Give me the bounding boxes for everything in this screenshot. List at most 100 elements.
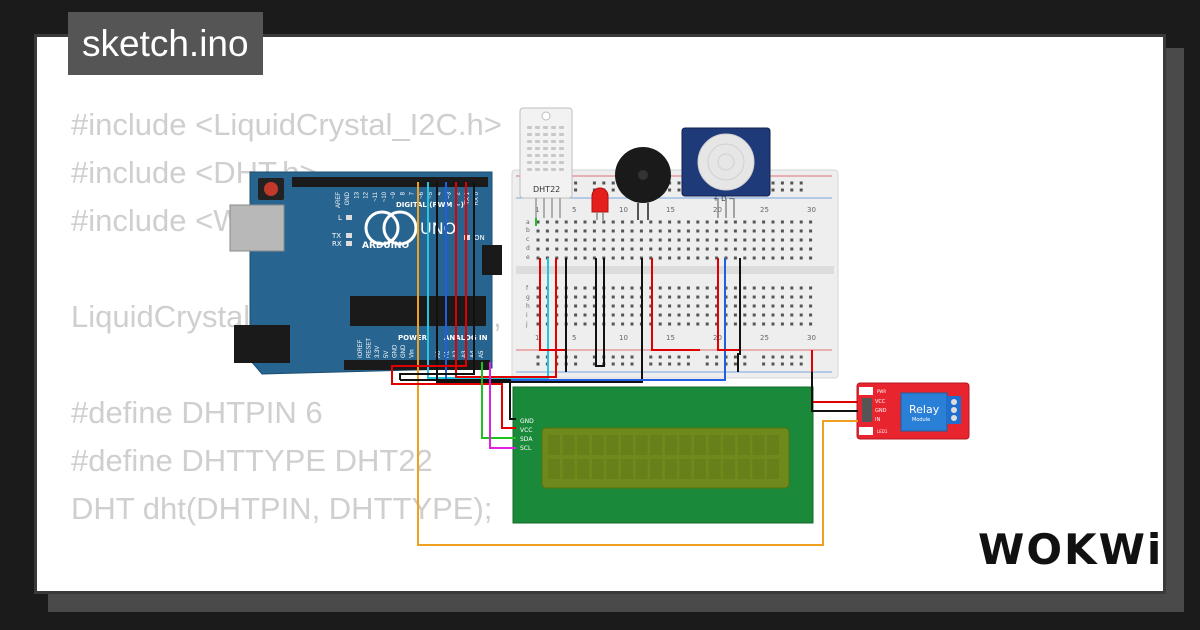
- wire-red-1: [455, 182, 557, 378]
- code-line: int: [71, 581, 547, 591]
- bb-col-15-bottom: 15: [666, 334, 675, 342]
- reset-button: [264, 182, 278, 196]
- power-pin-label: 3.3V: [375, 346, 381, 358]
- digital-pin-label: RX 0: [474, 191, 480, 205]
- bb-row-e: e: [526, 254, 530, 261]
- digital-header: [292, 177, 488, 187]
- arduino-logo-right: [382, 210, 418, 246]
- bb-row-c: c: [526, 236, 529, 243]
- lcd-pin-sda: SDA: [520, 436, 533, 443]
- relay-led-pwr: PWR: [877, 389, 886, 394]
- digital-pin-label: 12: [364, 191, 370, 198]
- wire-black-relay-gnd: [811, 372, 858, 412]
- pir-motion-sensor[interactable]: + D −: [681, 127, 771, 218]
- lcd-pin-scl: SCL: [520, 445, 532, 452]
- wire-green-lcd-sda: [481, 362, 516, 439]
- arduino-brand: ARDUINO: [362, 241, 410, 251]
- code-line: #define DHTTYPE DHT22: [71, 443, 433, 478]
- bb-row-d: d: [526, 245, 530, 252]
- dht22-sensor[interactable]: DHT22: [519, 107, 573, 218]
- wire-magenta-lcd-scl: [489, 362, 516, 449]
- wokwi-logo: WOKWi: [978, 525, 1164, 574]
- bb-row-f: f: [526, 285, 529, 292]
- digital-pin-label: ~6: [419, 191, 425, 199]
- led-tx-label: TX: [331, 232, 341, 240]
- relay-pin-in: IN: [875, 417, 880, 423]
- digital-pin-label: 2: [456, 191, 462, 195]
- code-line: DHT dht(DHTPIN, DHTTYPE);: [71, 491, 493, 526]
- wire-red-lcd-vcc: [391, 380, 516, 429]
- breadboard: 1 5 10 15 20 25 30 1 5 10 15 20 25 30 a …: [511, 169, 839, 379]
- digital-pin-label: AREF: [336, 192, 342, 208]
- relay-title: Relay: [909, 403, 940, 416]
- led-l-label: L: [338, 214, 342, 222]
- file-name-tab[interactable]: sketch.ino: [68, 12, 263, 75]
- power-pin-label: Vin: [410, 349, 416, 358]
- power-pin-label: IOREF: [358, 339, 364, 358]
- digital-pin-label: TX 1: [465, 191, 471, 204]
- bb-col-10: 10: [619, 206, 628, 214]
- bb-col-1-bottom: 1: [535, 334, 539, 342]
- relay-subtitle: Module: [912, 417, 930, 423]
- bb-col-30-bottom: 30: [807, 334, 816, 342]
- power-pin-label: RESET: [367, 338, 373, 358]
- code-line: #include <LiquidCrystal_I2C.h>: [71, 107, 502, 142]
- wire-black-lcd-gnd: [400, 379, 516, 420]
- bb-col-5-bottom: 5: [572, 334, 576, 342]
- relay-led-led1: LED1: [877, 429, 888, 434]
- analog-pin-label: A0: [436, 350, 442, 358]
- wire-red-2: [391, 182, 467, 380]
- bb-row-a: a: [526, 219, 530, 226]
- bb-row-j: j: [525, 321, 528, 328]
- red-led[interactable]: [591, 187, 609, 220]
- svg-text:+ D −: + D −: [713, 195, 735, 203]
- power-pin-label: GND: [392, 344, 398, 358]
- lcd-pin-gnd: GND: [520, 418, 534, 425]
- bb-col-10-bottom: 10: [619, 334, 628, 342]
- wires: [391, 182, 858, 546]
- wire-black-2: [399, 182, 475, 380]
- bb-row-h: h: [526, 303, 530, 310]
- arduino-model: UNO: [420, 219, 456, 238]
- wire-black-1: [436, 182, 643, 383]
- bb-row-i: i: [526, 312, 528, 319]
- digital-pin-label: 8: [400, 191, 406, 195]
- digital-pin-label: ~9: [391, 191, 397, 199]
- bb-col-5: 5: [572, 206, 576, 214]
- lcd-16x2-i2c[interactable]: GND VCC SDA SCL: [512, 386, 814, 524]
- wire-blue: [445, 182, 726, 381]
- digital-header-label: DIGITAL (PWM ~): [396, 201, 464, 209]
- power-pin-label: 5V: [384, 351, 390, 358]
- code-line: #define DHTPIN 6: [71, 395, 323, 430]
- icsp-header: [482, 245, 502, 275]
- digital-pin-label: ~5: [428, 191, 434, 199]
- wire-red-bb-2: [651, 258, 700, 351]
- arduino-logo-left: [364, 210, 400, 246]
- relay-module[interactable]: Relay Module PWR LED1 VCC GND IN: [856, 382, 970, 440]
- digital-pin-label: ~10: [382, 191, 388, 202]
- digital-pin-label: ~11: [373, 191, 379, 201]
- digital-pin-label: 4: [437, 191, 443, 195]
- relay-pin-gnd: GND: [875, 408, 887, 414]
- bb-col-15: 15: [666, 206, 675, 214]
- relay-pin-vcc: VCC: [875, 399, 886, 405]
- lcd-pin-vcc: VCC: [520, 427, 532, 434]
- bb-row-b: b: [526, 227, 530, 234]
- digital-pin-label: 13: [354, 191, 360, 198]
- power-header-label: POWER: [398, 334, 428, 342]
- bb-row-g: g: [526, 294, 530, 301]
- power-pin-label: GND: [401, 344, 407, 358]
- power-jack: [234, 325, 290, 363]
- wire-black-bb-3: [737, 258, 741, 372]
- wire-orange-relay-in: [417, 182, 858, 546]
- analog-pin-label: A3: [462, 350, 468, 358]
- led-rx-label: RX: [332, 240, 342, 248]
- dht22-label: DHT22: [533, 185, 560, 194]
- piezo-buzzer[interactable]: [615, 147, 671, 220]
- bb-col-30: 30: [807, 206, 816, 214]
- bb-col-25: 25: [760, 206, 769, 214]
- analog-pin-label: A5: [479, 350, 485, 358]
- bb-col-1: 1: [535, 206, 539, 214]
